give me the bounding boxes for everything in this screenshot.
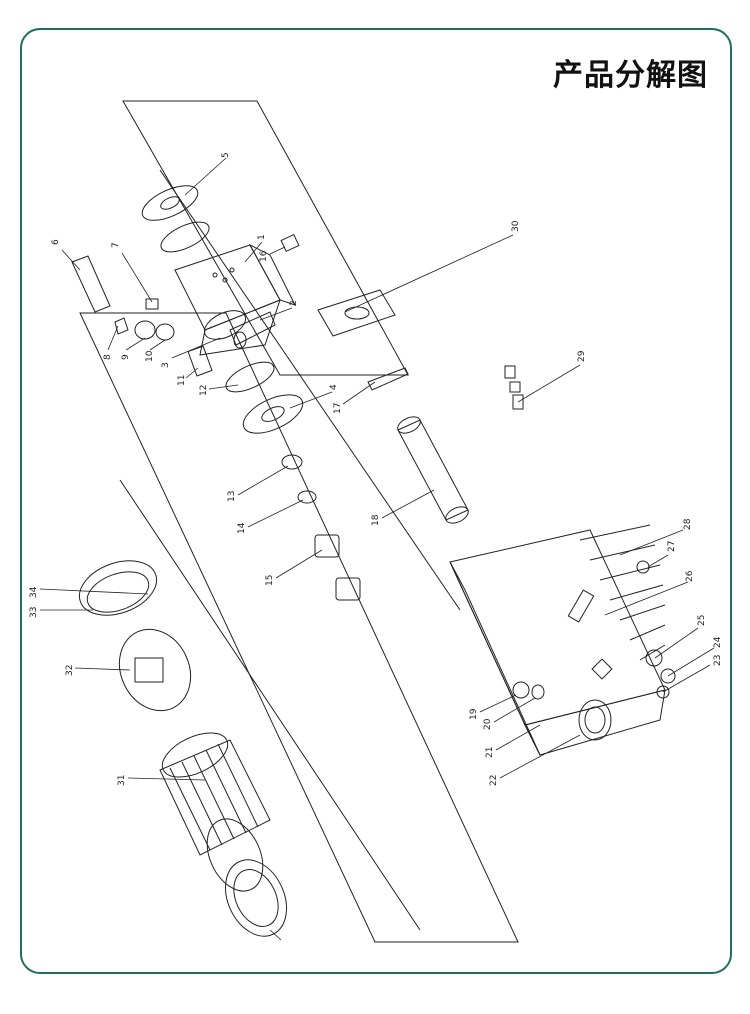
label-20: 20: [483, 718, 493, 730]
part-o-ring-lower: [225, 361, 275, 393]
part-filler-cap: [578, 699, 612, 741]
part-motor-coupling: [118, 628, 192, 712]
label-21: 21: [485, 747, 495, 758]
part-lever: [367, 367, 409, 391]
part-gasket: [317, 289, 396, 337]
part-fitting-top: [280, 233, 300, 253]
part-nut: [281, 454, 303, 470]
label-16: 16: [259, 250, 269, 262]
label-19: 19: [469, 708, 479, 720]
part-sight-glass: [512, 681, 545, 700]
part-washer: [297, 490, 317, 504]
label-14: 14: [237, 522, 247, 534]
label-25: 25: [697, 615, 707, 626]
label-28: 28: [683, 518, 693, 530]
label-31: 31: [117, 775, 127, 786]
part-coupling-ring: [78, 560, 158, 616]
part-motor: [159, 732, 287, 937]
label-5: 5: [221, 152, 231, 158]
label-26: 26: [685, 570, 695, 582]
label-15: 15: [265, 575, 275, 586]
label-11: 11: [177, 375, 187, 386]
label-2: 2: [289, 300, 299, 306]
label-8: 8: [103, 354, 113, 360]
page-title: 产品分解图: [553, 58, 708, 93]
label-13: 13: [227, 491, 237, 502]
label-22: 22: [489, 775, 499, 786]
leader-lines: [39, 157, 715, 941]
label-12: 12: [199, 385, 209, 396]
diagram-frame: [20, 28, 732, 974]
part-pump-body: [174, 243, 296, 356]
label-33: 33: [29, 607, 39, 618]
label-6: 6: [51, 239, 61, 245]
label-34: 34: [29, 586, 39, 598]
part-vane: [71, 255, 111, 313]
label-23: 23: [713, 655, 723, 666]
part-spring: [145, 298, 159, 310]
label-10: 10: [145, 350, 155, 362]
part-filter-cartridge: [397, 416, 469, 524]
upper-panel: [122, 100, 409, 376]
label-1: 1: [257, 234, 267, 240]
part-end-cover: [141, 185, 199, 221]
label-27: 27: [667, 541, 677, 552]
part-side-fittings: [645, 649, 676, 699]
label-4: 4: [329, 384, 339, 390]
lower-panel: [79, 312, 519, 943]
part-valve-set: [114, 317, 175, 341]
part-number-labels: 5 6 7 8 9 10 1 16 2 3 11 12 4 13 14 15 1…: [29, 152, 723, 786]
part-flange: [242, 394, 304, 434]
label-3: 3: [161, 362, 171, 368]
label-30: 30: [511, 220, 521, 232]
label-7: 7: [111, 242, 121, 248]
part-shaft: [229, 311, 276, 349]
label-24: 24: [713, 636, 723, 648]
part-coupling: [314, 534, 361, 601]
part-plug: [636, 560, 650, 574]
part-relief-valve: [504, 365, 524, 410]
part-bush: [187, 345, 213, 377]
part-o-ring-upper: [160, 221, 210, 253]
axis-line-upper: [159, 169, 461, 611]
axis-line-lower: [119, 479, 421, 931]
label-18: 18: [371, 514, 381, 526]
part-separator-housing: [449, 524, 666, 756]
label-32: 32: [65, 665, 75, 676]
label-29: 29: [577, 350, 587, 362]
label-17: 17: [333, 403, 343, 414]
label-9: 9: [121, 354, 131, 360]
